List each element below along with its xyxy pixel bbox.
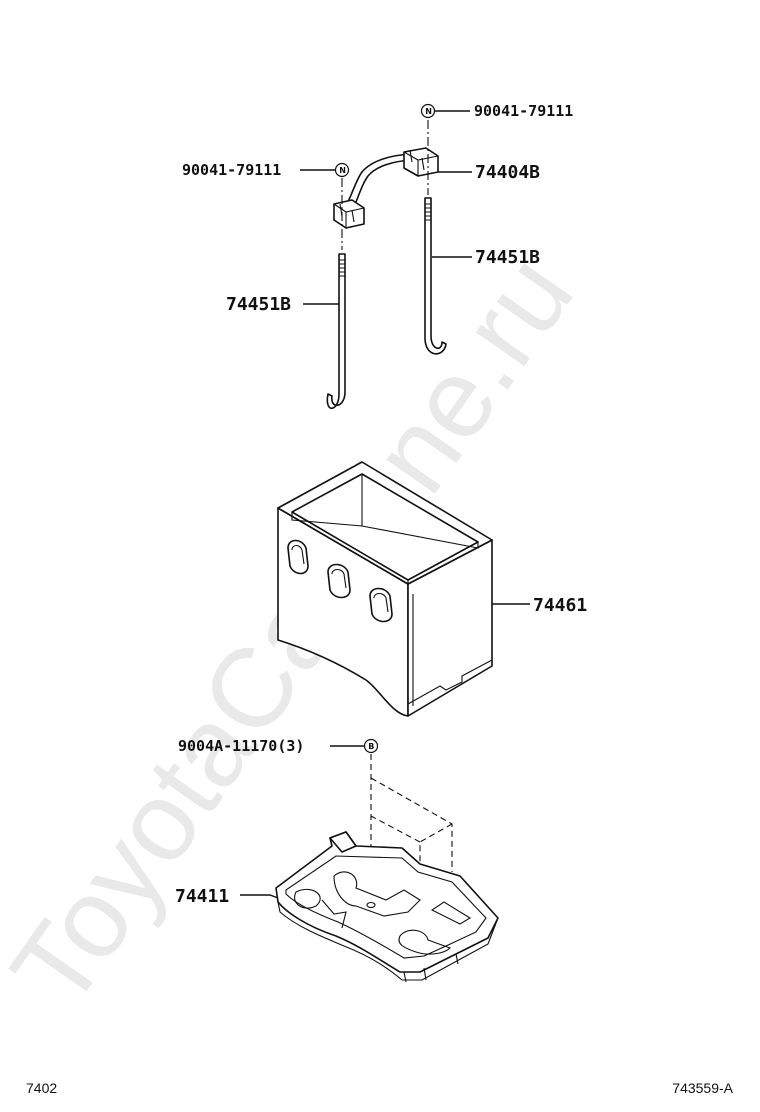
part-number-tray-bolt: 9004A-11170(3) bbox=[178, 737, 304, 755]
svg-text:N: N bbox=[425, 107, 432, 116]
vent-hole-1 bbox=[287, 539, 309, 575]
tray-inner-rim bbox=[285, 855, 487, 959]
install-guide-lines bbox=[370, 754, 453, 936]
part-number-battery-case: 74461 bbox=[533, 595, 587, 616]
part-number-bolt-left: 74451B bbox=[226, 294, 291, 315]
part-number-clamp: 74404B bbox=[475, 162, 540, 183]
clamp-block-right bbox=[403, 147, 439, 177]
illustration-reference-code: 743559-A bbox=[672, 1080, 733, 1096]
battery-tray: B 9004A-11170(3) 74411 bbox=[175, 737, 499, 983]
part-number-battery-tray: 74411 bbox=[175, 886, 229, 907]
bolt-symbol: B bbox=[363, 738, 379, 754]
tray-outer-body bbox=[275, 831, 499, 973]
part-number-nut-top: 90041-79111 bbox=[474, 102, 573, 120]
tray-bolt-hole bbox=[366, 901, 376, 909]
vent-hole-3 bbox=[369, 587, 393, 623]
illustration-group-code: 7402 bbox=[26, 1080, 57, 1096]
battery-case: 74461 bbox=[277, 461, 587, 717]
tray-mounting-tab bbox=[329, 831, 357, 853]
j-bolt-right bbox=[424, 197, 447, 355]
leader-battery-tray bbox=[240, 894, 279, 899]
nut-symbol-left: N bbox=[334, 162, 350, 178]
j-bolt-left bbox=[326, 253, 346, 410]
svg-text:N: N bbox=[339, 166, 346, 175]
hold-down-clamp-assembly: N N 90041-79111 90041-79111 74404B 74451… bbox=[182, 102, 573, 410]
clamp-block-left bbox=[333, 199, 365, 229]
part-number-nut-left: 90041-79111 bbox=[182, 161, 281, 179]
part-number-bolt-right: 74451B bbox=[475, 247, 540, 268]
vent-hole-2 bbox=[327, 563, 351, 599]
nut-symbol-top: N bbox=[420, 103, 436, 119]
case-left-face bbox=[277, 507, 409, 717]
svg-text:B: B bbox=[368, 742, 374, 751]
